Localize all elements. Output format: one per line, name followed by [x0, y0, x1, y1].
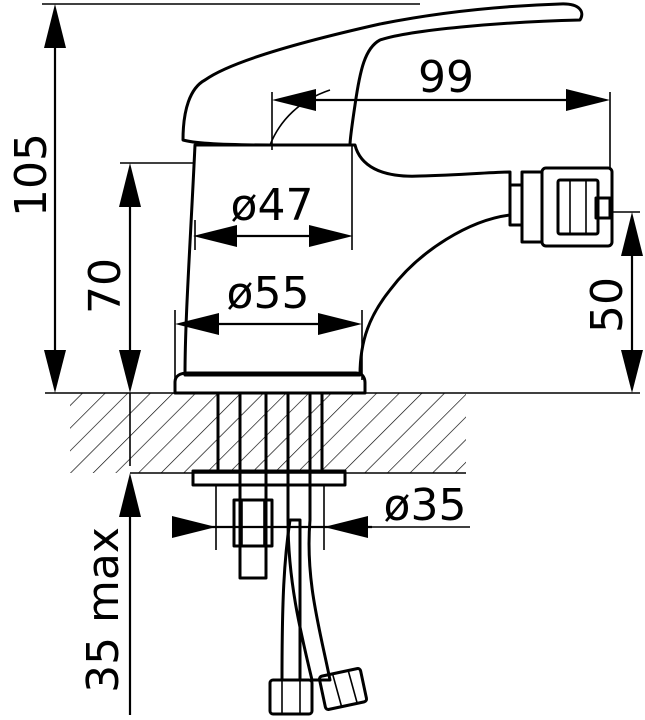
braided-hose-2 [280, 518, 302, 682]
total-height-label: 105 [6, 133, 57, 217]
spout-reach-label: 99 [418, 52, 474, 103]
hose-nut-left [268, 678, 314, 716]
valve-body [183, 143, 512, 377]
braided-hose-1 [286, 391, 332, 682]
countertop-section [45, 392, 640, 474]
mounting-plate [191, 469, 347, 487]
mount-hole-label: ø35 [384, 480, 467, 531]
dimension-outlet-height: 50 [582, 211, 643, 393]
dimension-body-height: 70 [80, 162, 195, 393]
dimension-diameter-base: ø55 [174, 268, 363, 380]
dimension-total-height: 105 [6, 3, 420, 393]
max-mount-thickness-label: 35 max [78, 527, 129, 693]
mixer-body [173, 2, 614, 395]
lever-handle [181, 2, 584, 147]
outlet-height-label: 50 [582, 277, 633, 333]
hose-nut-right [317, 667, 369, 711]
dimension-spout-reach: 99 [271, 52, 611, 170]
fixing-nut [232, 498, 274, 548]
dimension-diameter-upper: ø47 [193, 145, 353, 250]
diameter-upper-label: ø47 [231, 180, 314, 231]
dimension-max-mount-thickness: 35 max [78, 393, 141, 715]
body-height-label: 70 [80, 258, 131, 314]
under-counter-fixings [191, 391, 369, 716]
dimension-mount-hole: ø35 [172, 480, 470, 550]
outlet-aerator [508, 166, 614, 248]
base-flange [173, 371, 367, 395]
diameter-base-label: ø55 [227, 268, 310, 319]
